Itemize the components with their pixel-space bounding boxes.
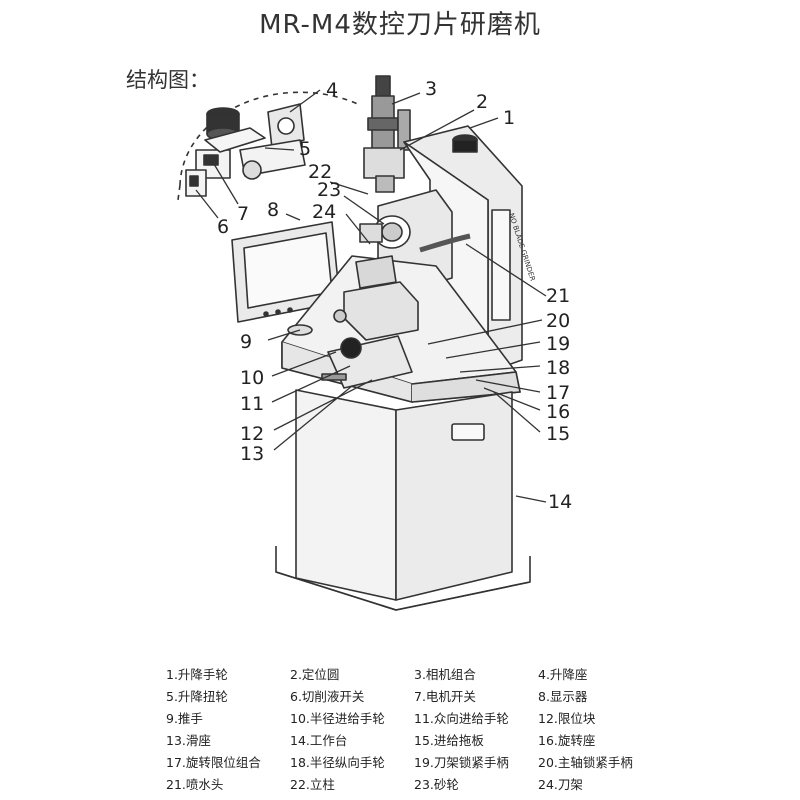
legend-item: 17.旋转限位组合 <box>166 755 261 770</box>
callout-4: 4 <box>326 79 338 101</box>
machine-structure-drawing: NO BLADE GRINDER 1 2 3 4 5 6 7 <box>177 75 572 611</box>
legend-item: 10.半径进给手轮 <box>290 711 385 726</box>
callout-3: 3 <box>425 78 437 100</box>
legend-item: 13.滑座 <box>166 733 211 748</box>
parts-legend: 1.升降手轮 2.定位圆 3.相机组合 4.升降座 5.升降扭轮 6.切削液开关… <box>166 664 786 796</box>
callout-9: 9 <box>240 331 252 353</box>
legend-item: 24.刀架 <box>538 777 583 792</box>
legend-item: 22.立柱 <box>290 777 335 792</box>
monitor <box>231 221 341 323</box>
callout-8: 8 <box>267 199 279 221</box>
callout-14: 14 <box>548 491 572 513</box>
callout-16: 16 <box>546 401 570 423</box>
legend-item: 20.主轴锁紧手柄 <box>538 755 633 770</box>
callout-18: 18 <box>546 357 570 379</box>
worktable <box>281 255 521 403</box>
legend-item: 7.电机开关 <box>414 689 476 704</box>
legend-item: 8.显示器 <box>538 689 588 704</box>
legend-item: 4.升降座 <box>538 667 588 682</box>
callout-13: 13 <box>240 443 264 465</box>
callout-24: 24 <box>312 201 336 223</box>
callout-numbers: 1 2 3 4 5 6 7 8 9 10 11 12 13 14 15 16 1… <box>217 78 572 513</box>
callout-20: 20 <box>546 310 570 332</box>
legend-item: 14.工作台 <box>290 733 348 748</box>
legend-row: 13.滑座 14.工作台 15.进给拖板 16.旋转座 <box>166 730 786 752</box>
legend-item: 23.砂轮 <box>414 777 459 792</box>
legend-row: 9.推手 10.半径进给手轮 11.众向进给手轮 12.限位块 <box>166 708 786 730</box>
callout-17: 17 <box>546 382 570 404</box>
legend-item: 9.推手 <box>166 711 203 726</box>
callout-2: 2 <box>476 91 488 113</box>
legend-row: 17.旋转限位组合 18.半径纵向手轮 19.刀架锁紧手柄 20.主轴锁紧手柄 <box>166 752 786 774</box>
legend-item: 6.切削液开关 <box>290 689 365 704</box>
legend-item: 11.众向进给手轮 <box>414 711 509 726</box>
callout-19: 19 <box>546 333 570 355</box>
callout-7: 7 <box>237 203 249 225</box>
legend-row: 5.升降扭轮 6.切削液开关 7.电机开关 8.显示器 <box>166 686 786 708</box>
page-title: MR-M4数控刀片研磨机 <box>259 10 541 40</box>
legend-item: 18.半径纵向手轮 <box>290 755 385 770</box>
legend-item: 3.相机组合 <box>414 667 476 682</box>
callout-10: 10 <box>240 367 264 389</box>
leader-lines <box>195 89 547 503</box>
callout-22: 22 <box>308 161 332 183</box>
camera-assembly <box>363 75 411 193</box>
legend-item: 2.定位圆 <box>290 667 340 682</box>
structure-diagram-heading: 结构图： <box>126 68 210 92</box>
legend-item: 1.升降手轮 <box>166 667 228 682</box>
callout-6: 6 <box>217 216 229 238</box>
callout-11: 11 <box>240 393 264 415</box>
legend-row: 21.喷水头 22.立柱 23.砂轮 24.刀架 <box>166 774 786 796</box>
detail-inset <box>177 91 361 201</box>
legend-item: 15.进给拖板 <box>414 733 484 748</box>
callout-15: 15 <box>546 423 570 445</box>
legend-item: 21.喷水头 <box>166 777 224 792</box>
legend-item: 19.刀架锁紧手柄 <box>414 755 509 770</box>
legend-row: 1.升降手轮 2.定位圆 3.相机组合 4.升降座 <box>166 664 786 686</box>
callout-12: 12 <box>240 423 264 445</box>
callout-21: 21 <box>546 285 570 307</box>
callout-1: 1 <box>503 107 515 129</box>
legend-item: 16.旋转座 <box>538 733 596 748</box>
callout-5: 5 <box>299 138 311 160</box>
legend-item: 5.升降扭轮 <box>166 689 228 704</box>
cabinet-base <box>275 389 531 611</box>
legend-item: 12.限位块 <box>538 711 596 726</box>
callout-23: 23 <box>317 179 341 201</box>
